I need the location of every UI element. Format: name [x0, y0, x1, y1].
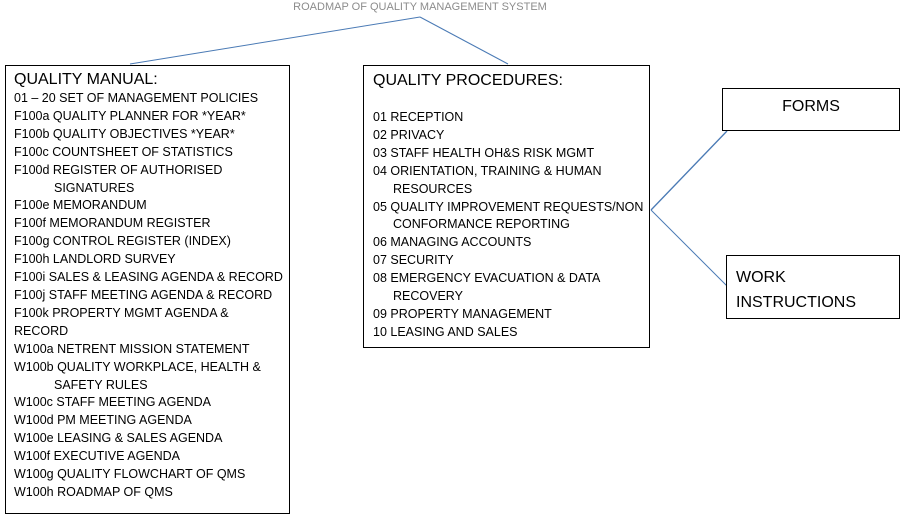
list-item: F100e MEMORANDUM	[14, 198, 147, 213]
quality-procedures-box: QUALITY PROCEDURES: 01 RECEPTION 02 PRIV…	[363, 65, 650, 348]
list-item: F100g CONTROL REGISTER (INDEX)	[14, 234, 231, 249]
list-item: 01 RECEPTION	[373, 110, 464, 124]
list-item: W100e LEASING & SALES AGENDA	[14, 431, 223, 446]
list-item: W100g QUALITY FLOWCHART OF QMS	[14, 467, 246, 482]
list-item-continuation: CONFORMANCE REPORTING	[393, 217, 570, 232]
list-item: F100k PROPERTY MGMT AGENDA &	[14, 305, 229, 320]
connector-procedures-work	[650, 209, 732, 291]
quality-manual-heading: QUALITY MANUAL:	[14, 71, 158, 88]
list-item: W100f EXECUTIVE AGENDA	[14, 449, 181, 464]
list-item: W100c STAFF MEETING AGENDA	[14, 395, 212, 410]
connector-procedures-forms	[650, 130, 728, 211]
list-item: 04 ORIENTATION, TRAINING & HUMAN	[373, 163, 602, 178]
work-instructions-box: WORK INSTRUCTIONS	[726, 255, 900, 319]
list-item-continuation: SIGNATURES	[54, 180, 135, 195]
quality-procedures-heading: QUALITY PROCEDURES:	[373, 72, 563, 89]
list-item: W100a NETRENT MISSION STATEMENT	[14, 341, 250, 356]
list-item: 10 LEASING AND SALES	[373, 324, 518, 339]
connector-title-procedures	[419, 16, 509, 65]
quality-manual-box: QUALITY MANUAL: 01 – 20 SET OF MANAGEMEN…	[5, 65, 290, 514]
list-item: 02 PRIVACY	[373, 127, 445, 142]
list-item: 07 SECURITY	[373, 253, 454, 268]
list-item-continuation: RECORD	[14, 323, 69, 338]
list-item: W100d PM MEETING AGENDA	[14, 413, 192, 428]
list-item: F100h LANDLORD SURVEY	[14, 252, 176, 267]
list-item: 06 MANAGING ACCOUNTS	[373, 235, 532, 250]
list-item: 01 – 20 SET OF MANAGEMENT POLICIES	[14, 91, 259, 105]
diagram-title: ROADMAP OF QUALITY MANAGEMENT SYSTEM	[293, 1, 547, 13]
list-item: F100d REGISTER OF AUTHORISED	[14, 162, 223, 177]
work-instructions-label-line2: INSTRUCTIONS	[736, 294, 856, 311]
list-item: F100b QUALITY OBJECTIVES *YEAR*	[14, 126, 235, 141]
list-item: F100f MEMORANDUM REGISTER	[14, 216, 211, 231]
list-item: W100b QUALITY WORKPLACE, HEALTH &	[14, 359, 261, 374]
list-item: F100j STAFF MEETING AGENDA & RECORD	[14, 287, 273, 302]
list-item-continuation: SAFETY RULES	[54, 377, 148, 392]
list-item: 09 PROPERTY MANAGEMENT	[373, 306, 552, 321]
work-instructions-label-line1: WORK	[736, 269, 786, 286]
forms-box: FORMS	[722, 88, 900, 131]
list-item: F100a QUALITY PLANNER FOR *YEAR*	[14, 108, 246, 123]
list-item: W100h ROADMAP OF QMS	[14, 484, 173, 499]
list-item: F100i SALES & LEASING AGENDA & RECORD	[14, 270, 283, 285]
connector-title-manual	[129, 16, 421, 65]
list-item: 05 QUALITY IMPROVEMENT REQUESTS/NON	[373, 199, 644, 214]
list-item-continuation: RECOVERY	[393, 289, 463, 304]
list-item: 03 STAFF HEALTH OH&S RISK MGMT	[373, 145, 595, 160]
list-item: 08 EMERGENCY EVACUATION & DATA	[373, 271, 601, 286]
forms-label: FORMS	[782, 98, 840, 115]
list-item: F100c COUNTSHEET OF STATISTICS	[14, 144, 233, 159]
list-item-continuation: RESOURCES	[393, 181, 473, 196]
